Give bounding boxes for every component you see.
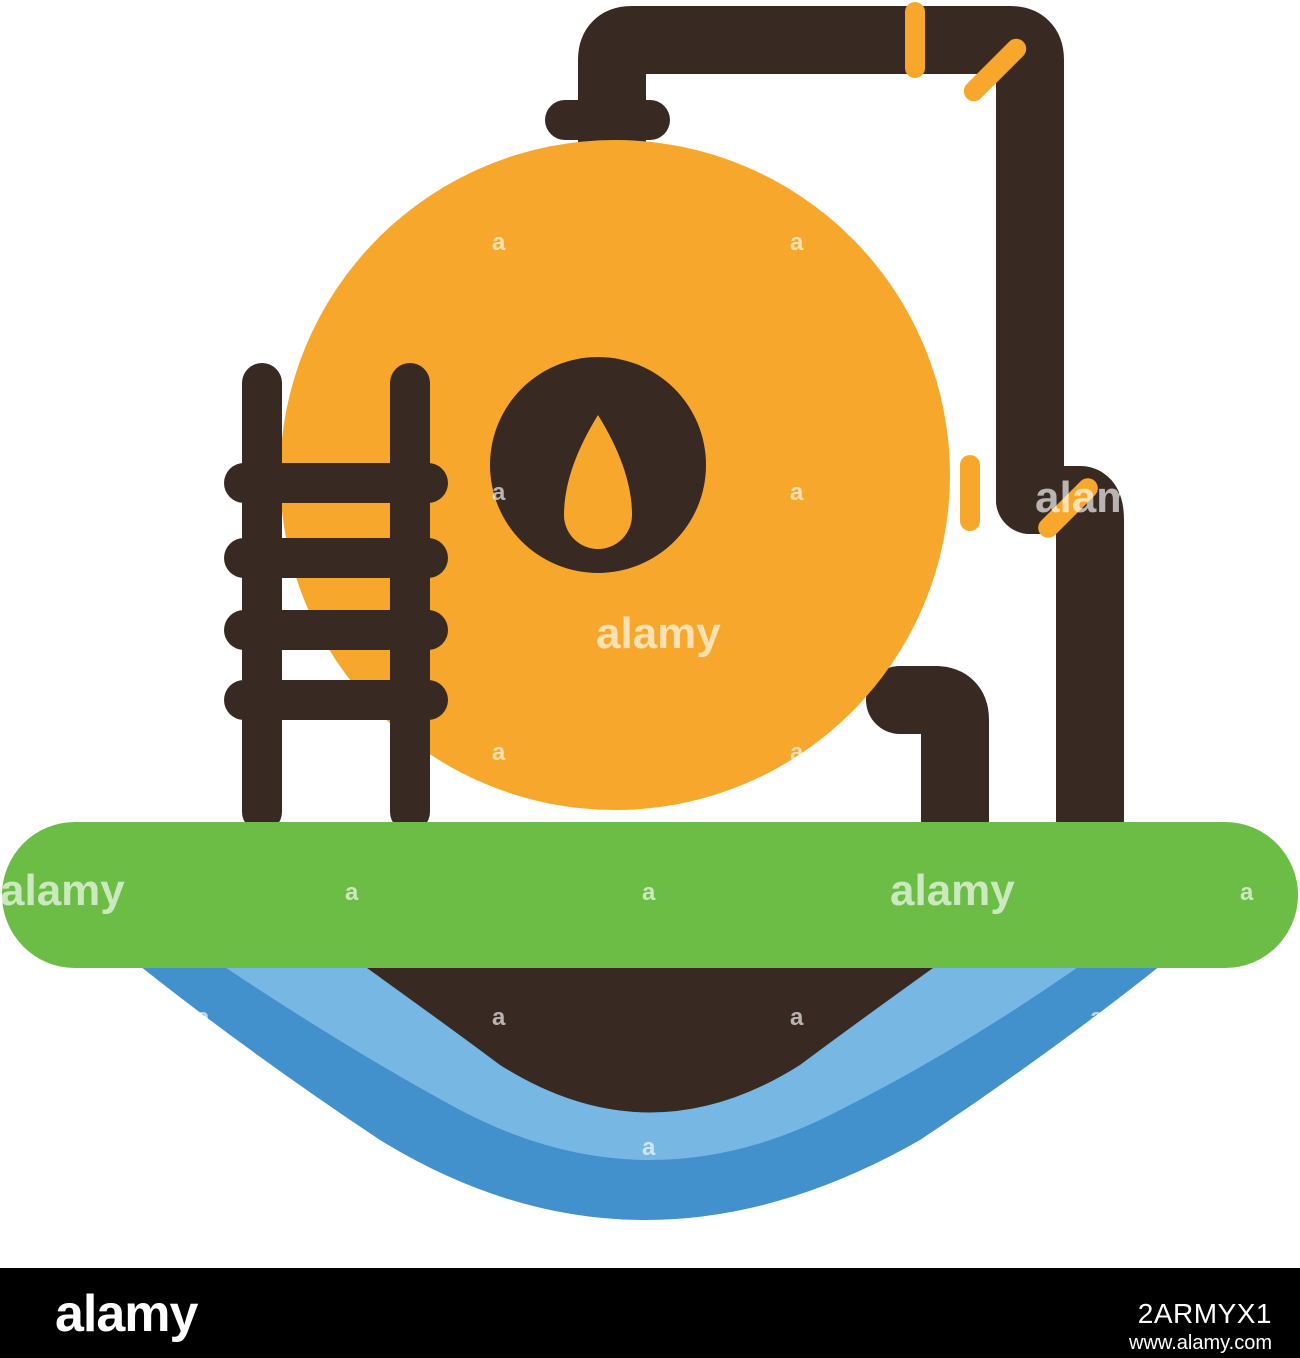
watermark-a: a (642, 879, 656, 906)
watermark-a: a (345, 879, 359, 906)
watermark-a: a (492, 1004, 506, 1031)
watermark-a: a (492, 739, 506, 766)
watermark-alamy: alamy (1035, 473, 1160, 522)
watermark-alamy: alamy (0, 866, 125, 915)
watermark-a: a (790, 479, 804, 506)
watermark-a: a (1090, 1004, 1104, 1031)
footer-bar: alamy 2ARMYX1 www.alamy.com (0, 1268, 1300, 1358)
image-id: 2ARMYX1 (1137, 1298, 1272, 1329)
soil-layer (300, 920, 1000, 1113)
watermark-a: a (790, 229, 804, 256)
watermark-a: a (790, 1004, 804, 1031)
watermark-a: a (492, 229, 506, 256)
alamy-logo: alamy (55, 1285, 198, 1343)
watermark-a: a (492, 479, 506, 506)
ground-platform-icon (2, 822, 1298, 968)
watermark-a: a (940, 1134, 954, 1161)
watermark-a: a (790, 739, 804, 766)
oil-drop-icon (490, 357, 706, 573)
watermark-alamy: alamy (596, 609, 721, 658)
footer-url[interactable]: www.alamy.com (1129, 1332, 1272, 1354)
ladder-icon (224, 363, 448, 832)
tank-cap (545, 100, 670, 140)
pipe-joints (905, 2, 1098, 538)
watermark-a: a (642, 1134, 656, 1161)
oil-storage-tank-illustration: alamy alamy alamy alamy a a a a a a a a … (0, 2, 1298, 1220)
watermark-a: a (1240, 879, 1254, 906)
watermark-a: a (196, 1004, 210, 1031)
watermark: alamy alamy alamy alamy a a a a a a a a … (0, 229, 1254, 1161)
watermark-alamy: alamy (890, 866, 1015, 915)
watermark-a: a (345, 1134, 359, 1161)
